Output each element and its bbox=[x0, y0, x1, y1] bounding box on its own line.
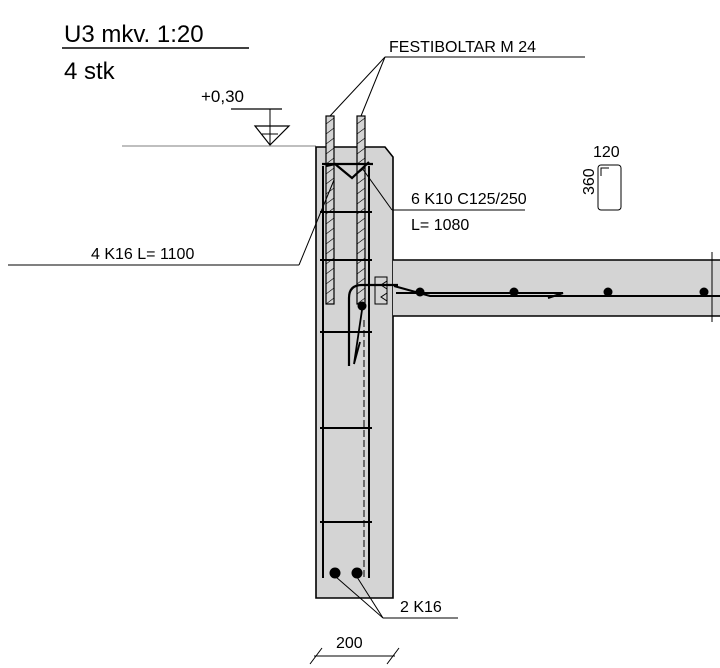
bottom-bars-leader-diag-b bbox=[356, 576, 384, 619]
rebar-dot-slab bbox=[699, 287, 709, 297]
slab-lap-bar bbox=[393, 285, 720, 297]
rebar-dot-bottom bbox=[351, 567, 363, 579]
slab-end-bracket bbox=[380, 280, 388, 302]
stirrups-length: L= 1080 bbox=[411, 217, 469, 234]
wall-stirrups bbox=[320, 211, 372, 523]
slab-hook-tail bbox=[353, 309, 363, 365]
level-value: +0,30 bbox=[201, 87, 244, 106]
section-corner-hook bbox=[600, 167, 609, 176]
section-width: 120 bbox=[593, 144, 620, 161]
bolts-label: FESTIBOLTAR M 24 bbox=[389, 39, 536, 56]
rebar-dot-bottom bbox=[329, 567, 341, 579]
rebar-dot-slab bbox=[509, 287, 519, 297]
main-bars-leader-diag bbox=[298, 179, 335, 266]
stirrups-spec: 6 K10 C125/250 bbox=[411, 191, 527, 208]
rebar-dot-wall bbox=[357, 301, 367, 311]
bottom-bars-label: 2 K16 bbox=[400, 599, 442, 616]
anchor-bolt-right bbox=[356, 115, 366, 305]
main-bars-label: 4 K16 L= 1100 bbox=[91, 246, 194, 263]
wall-thickness: 200 bbox=[336, 635, 363, 652]
bolts-leader-right bbox=[360, 56, 386, 117]
drawing-title: U3 mkv. 1:20 bbox=[64, 21, 204, 48]
concrete-slab bbox=[393, 260, 720, 316]
slab-hook-bar bbox=[347, 283, 398, 366]
drawing-count: 4 stk bbox=[64, 58, 116, 85]
anchor-bolt-left bbox=[325, 115, 335, 305]
rebar-dot-slab bbox=[415, 287, 425, 297]
dimension-tick-left bbox=[309, 647, 323, 665]
section-height: 360 bbox=[581, 168, 598, 195]
stirrups-leader-diag bbox=[361, 167, 393, 211]
dimension-tick-right bbox=[386, 647, 400, 665]
slab-cap-detail bbox=[374, 276, 388, 305]
section-outline bbox=[597, 164, 622, 211]
bolts-leader-left bbox=[329, 56, 386, 117]
bottom-bars-leader-diag-a bbox=[335, 576, 384, 619]
level-triangle-icon bbox=[253, 125, 291, 146]
rebar-dot-slab bbox=[603, 287, 613, 297]
